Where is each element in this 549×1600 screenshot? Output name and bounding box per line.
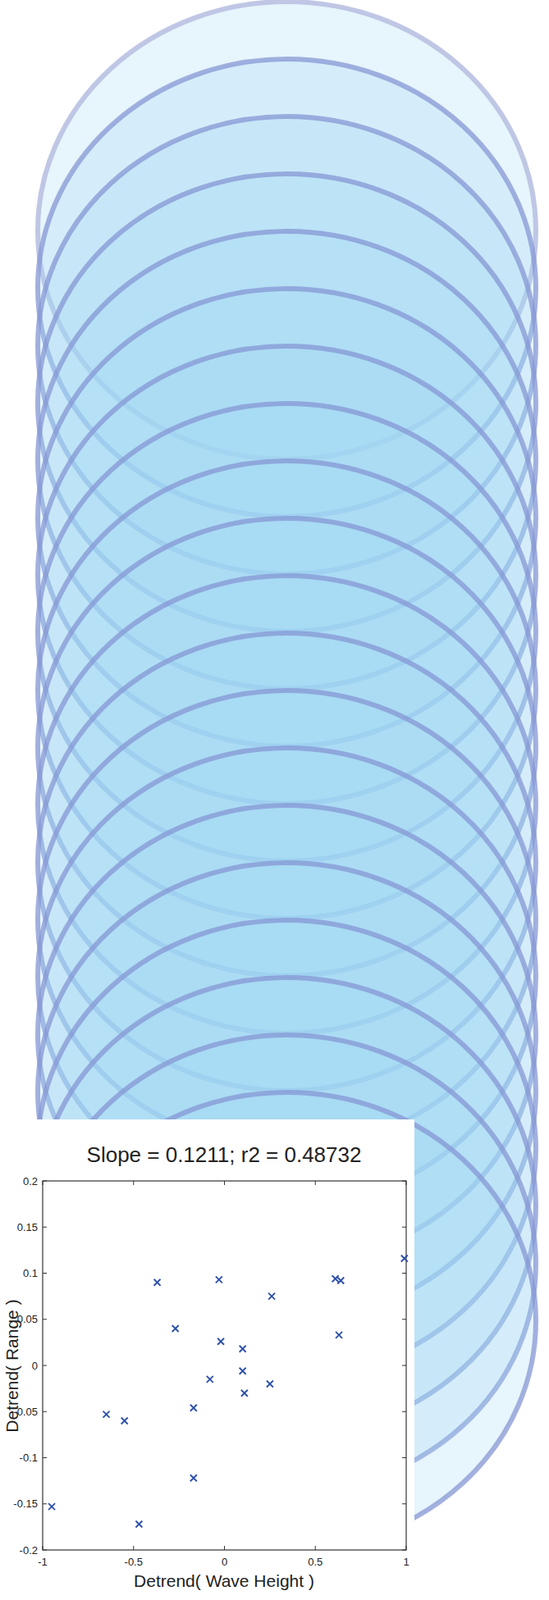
tick-label: -0.5 [124,1557,143,1569]
tick-mark [42,1412,47,1414]
chart-title: Slope = 0.1211; r2 = 0.48732 [86,1144,362,1167]
point-marker [401,1256,408,1263]
axis-ticks [42,1181,407,1551]
tick-label: 0.5 [307,1557,323,1569]
tick-mark [402,1550,407,1552]
point-marker [217,1339,225,1346]
point-marker [335,1332,343,1340]
tick-mark [132,1181,134,1186]
point-marker [135,1522,142,1529]
tick-label: 0.1 [22,1268,38,1280]
tick-mark [402,1319,407,1321]
tick-mark [42,1181,47,1183]
tick-mark [402,1227,407,1229]
tick-mark [42,1366,47,1368]
tick-label: 0.15 [17,1222,38,1234]
point-marker [206,1377,214,1384]
tick-mark [42,1550,47,1552]
tick-label: -1 [37,1557,48,1569]
tick-label: 0.2 [22,1176,38,1188]
point-marker [241,1390,248,1398]
point-marker [239,1368,247,1376]
point-marker [172,1326,179,1333]
tick-mark [224,1181,225,1186]
tick-mark [224,1546,225,1551]
data-points [48,1256,408,1529]
tick-mark [315,1546,316,1551]
tick-mark [402,1412,407,1414]
stacked-arch [37,1093,536,1551]
tick-mark [402,1504,407,1506]
tick-mark [42,1273,47,1275]
tick-mark [42,1319,47,1321]
tick-mark [42,1458,47,1460]
tick-mark [42,1227,47,1229]
tick-mark [406,1546,408,1551]
tick-mark [42,1181,44,1186]
stacked-shapes [37,1,536,1551]
axis-label: Detrend( Range ) [3,1299,21,1433]
tick-mark [402,1273,407,1275]
point-marker [121,1418,129,1426]
point-marker [268,1294,275,1301]
point-marker [266,1381,274,1389]
tick-mark [132,1546,134,1551]
tick-mark [402,1181,407,1183]
point-marker [154,1280,161,1287]
tick-mark [402,1458,407,1460]
point-marker [332,1276,339,1283]
tick-mark [42,1546,44,1551]
tick-mark [42,1504,47,1506]
plot-panel [0,1120,415,1600]
point-marker [215,1276,223,1284]
tick-label: 0 [221,1557,228,1569]
tick-label: -0.1 [19,1453,38,1464]
tick-label: 1 [402,1557,409,1569]
point-marker [48,1504,55,1511]
tick-mark [406,1181,408,1186]
axis-label: Detrend( Wave Height ) [133,1573,315,1591]
tick-label: -0.15 [13,1499,38,1510]
point-marker [337,1278,344,1286]
tick-mark [402,1366,407,1368]
point-marker [190,1475,197,1483]
tick-mark [315,1181,316,1186]
point-marker [103,1412,110,1419]
point-marker [239,1346,247,1354]
tick-label: 0 [32,1361,38,1373]
tick-label: -0.2 [19,1546,38,1557]
plot-axes [42,1181,407,1551]
point-marker [190,1405,197,1413]
